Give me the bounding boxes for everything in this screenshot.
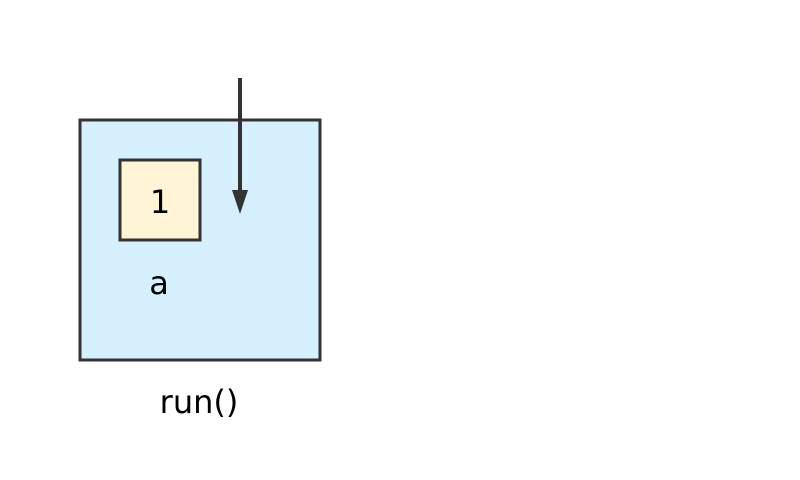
variable-value: 1	[150, 183, 170, 221]
arrow-head	[232, 190, 248, 214]
variable-slot: 1 a	[118, 158, 202, 302]
frame-label: run()	[160, 383, 239, 421]
stack-frame: 1 a	[78, 118, 322, 362]
variable-value-box	[118, 158, 202, 242]
variable-name: a	[149, 264, 169, 302]
execution-pointer-arrow	[232, 78, 248, 214]
